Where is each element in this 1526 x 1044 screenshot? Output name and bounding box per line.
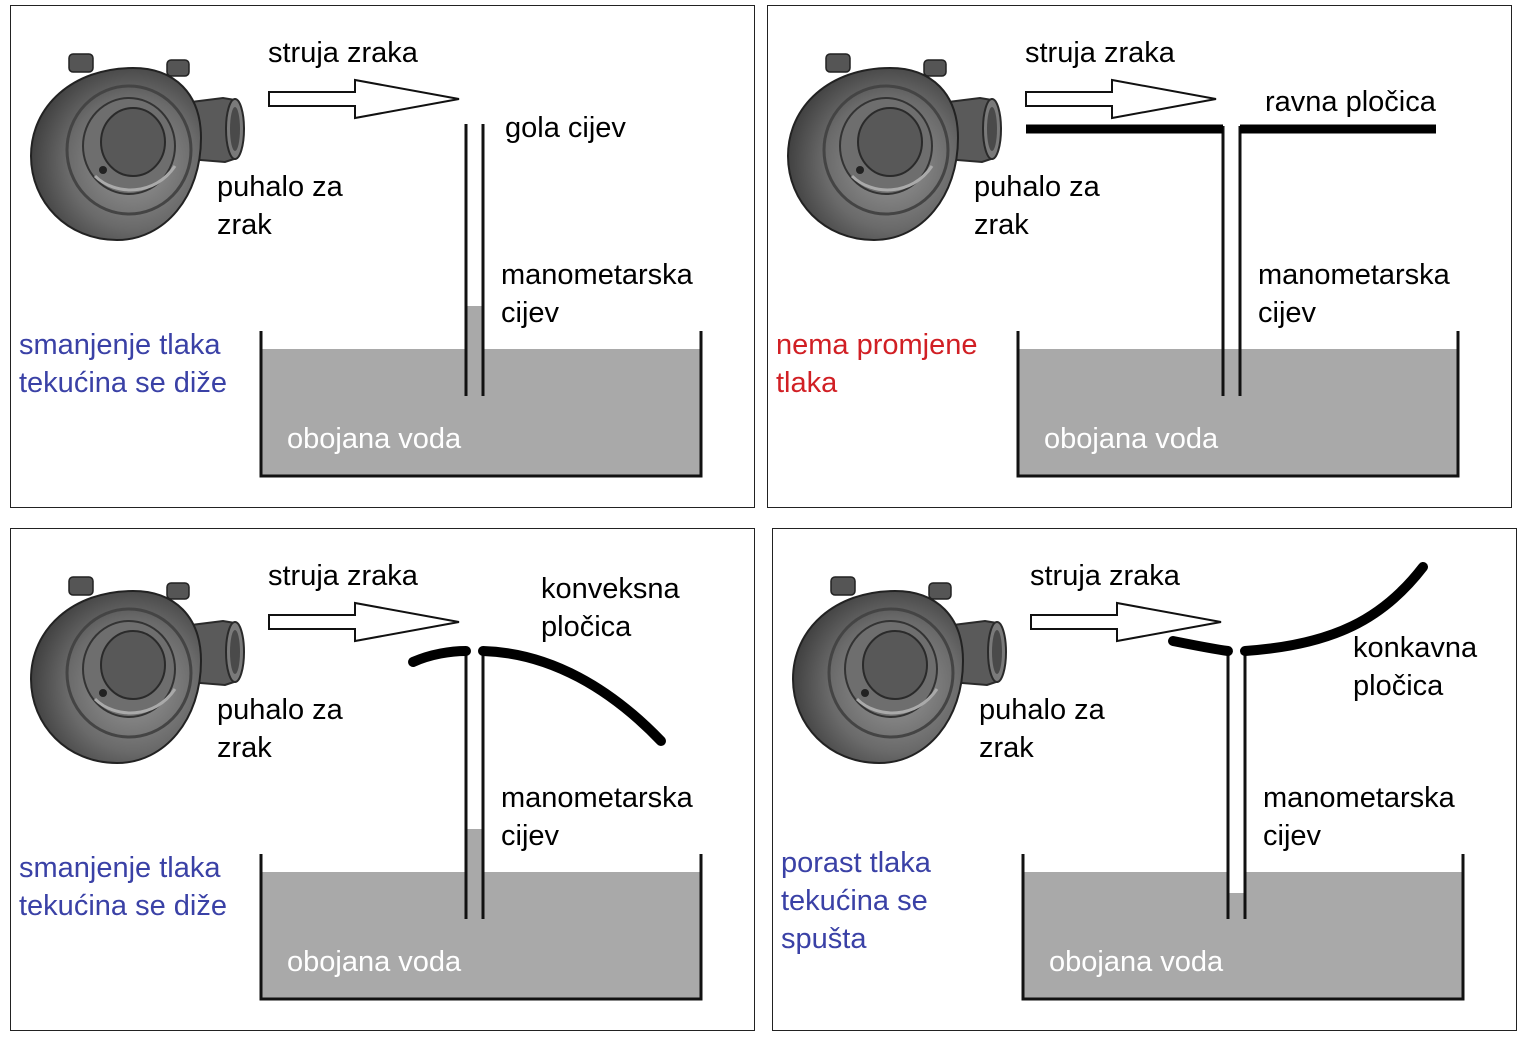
water-tank <box>1021 854 1465 1001</box>
air-stream-label: struja zraka <box>1030 560 1180 592</box>
panel-drawing <box>786 53 1460 478</box>
tube-interior <box>1228 649 1245 919</box>
air-blower-icon <box>29 53 245 242</box>
convex-plate-left <box>408 646 471 667</box>
water-tank <box>259 854 703 1001</box>
tube-liquid-column <box>466 829 483 919</box>
water-label: obojana voda <box>1044 423 1219 455</box>
air-stream-arrow-icon <box>268 601 460 643</box>
air-stream-label: struja zraka <box>1025 37 1175 69</box>
water-label: obojana voda <box>287 423 462 455</box>
tube-liquid-column <box>1223 349 1240 396</box>
panel-drawing <box>791 562 1465 1001</box>
air-stream-arrow-icon <box>1030 601 1222 643</box>
tube-top-label: gola cijev <box>505 112 626 144</box>
water-label: obojana voda <box>1049 946 1224 978</box>
air-stream-arrow-icon <box>268 78 460 120</box>
water-label: obojana voda <box>287 946 462 978</box>
water-tank <box>1016 331 1460 478</box>
panel-drawing <box>29 53 703 478</box>
tube-liquid-column <box>466 306 483 396</box>
air-stream-label: struja zraka <box>268 560 418 592</box>
concave-plate-right <box>1240 562 1428 656</box>
air-blower-icon <box>791 576 1007 765</box>
air-blower-icon <box>29 576 245 765</box>
convex-plate-right <box>478 646 666 746</box>
tube-liquid-column <box>1228 893 1245 919</box>
concave-plate-left <box>1168 636 1233 656</box>
plate-label: ravna pločica <box>1265 86 1436 118</box>
air-blower-icon <box>786 53 1002 242</box>
tube-interior <box>1223 126 1240 396</box>
panel-drawing <box>29 576 703 1001</box>
water-tank <box>259 331 703 478</box>
air-stream-arrow-icon <box>1025 78 1217 120</box>
air-stream-label: struja zraka <box>268 37 418 69</box>
